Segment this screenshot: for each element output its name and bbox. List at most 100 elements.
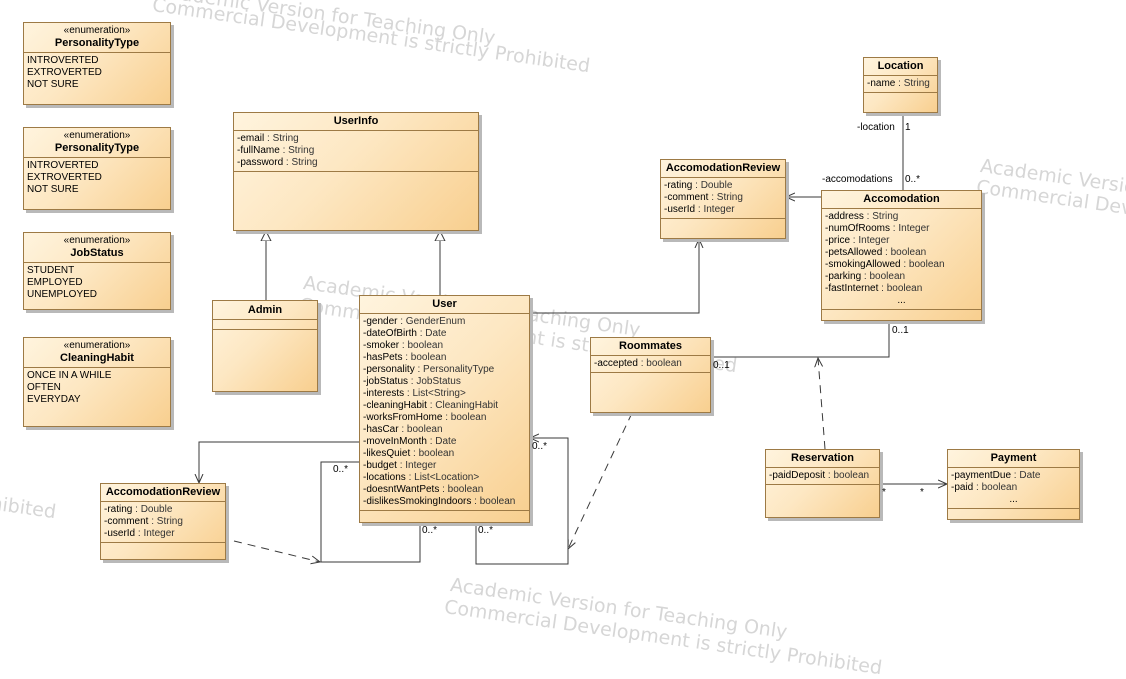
attribute: -budget : Integer bbox=[363, 460, 437, 471]
multiplicity-self-bottom-left: 0..* bbox=[422, 525, 438, 536]
multiplicity-self-right: 0..* bbox=[532, 441, 548, 452]
class-header: «enumeration» PersonalityType bbox=[24, 23, 170, 53]
attribute: -paymentDue : Date bbox=[951, 470, 1041, 481]
attribute: -dateOfBirth : Date bbox=[363, 328, 447, 339]
attributes-compartment: -paidDeposit : boolean bbox=[766, 468, 879, 485]
class-header: AccomodationReview bbox=[101, 484, 225, 502]
class-name: Payment bbox=[990, 452, 1037, 464]
stereotype: «enumeration» bbox=[63, 130, 131, 141]
multiplicity-self-left: 0..* bbox=[333, 464, 349, 475]
attribute: -email : String bbox=[237, 133, 299, 144]
class-user[interactable]: User -gender : GenderEnum -dateOfBirth :… bbox=[359, 295, 530, 523]
class-name: CleaningHabit bbox=[60, 352, 134, 364]
operations-compartment bbox=[948, 509, 1079, 521]
class-accomodation-review-top[interactable]: AccomodationReview -rating : Double -com… bbox=[660, 159, 786, 239]
class-header: «enumeration» PersonalityType bbox=[24, 128, 170, 158]
association-roommates-accomodation bbox=[711, 321, 890, 358]
class-name: AccomodationReview bbox=[105, 486, 221, 498]
class-userinfo[interactable]: UserInfo -email : String -fullName : Str… bbox=[233, 112, 479, 231]
class-header: Payment bbox=[948, 450, 1079, 468]
attribute: -worksFromHome : boolean bbox=[363, 412, 487, 423]
class-accomodation[interactable]: Accomodation -address : String -numOfRoo… bbox=[821, 190, 982, 321]
attribute: -smokingAllowed : boolean bbox=[825, 259, 945, 270]
attribute: -smoker : boolean bbox=[363, 340, 444, 351]
attribute: -petsAllowed : boolean bbox=[825, 247, 927, 258]
class-header: AccomodationReview bbox=[661, 160, 785, 178]
attribute: -hasPets : boolean bbox=[363, 352, 447, 363]
enum-literal: EXTROVERTED bbox=[27, 172, 102, 183]
class-name: AccomodationReview bbox=[665, 162, 781, 174]
enum-cleaning-habit[interactable]: «enumeration» CleaningHabit ONCE IN A WH… bbox=[23, 337, 171, 427]
operations-compartment bbox=[234, 172, 478, 184]
attribute: -doesntWantPets : boolean bbox=[363, 484, 484, 495]
self-association-right bbox=[475, 438, 569, 565]
attribute: -comment : String bbox=[664, 192, 743, 203]
class-name: Accomodation bbox=[863, 193, 940, 205]
operations-compartment bbox=[766, 485, 879, 497]
operations-compartment bbox=[661, 219, 785, 231]
attribute: -price : Integer bbox=[825, 235, 890, 246]
attribute: -comment : String bbox=[104, 516, 183, 527]
attribute: -locations : List<Location> bbox=[363, 472, 480, 483]
stereotype: «enumeration» bbox=[63, 235, 131, 246]
enum-literal: INTROVERTED bbox=[27, 55, 99, 66]
enum-personality-type-duplicate[interactable]: «enumeration» PersonalityType INTROVERTE… bbox=[23, 127, 171, 210]
class-accomodation-review-bottom[interactable]: AccomodationReview -rating : Double -com… bbox=[100, 483, 226, 560]
stereotype: «enumeration» bbox=[63, 340, 131, 351]
operations-compartment bbox=[822, 310, 981, 322]
enum-literal: NOT SURE bbox=[27, 184, 79, 195]
role-label-accomodations: -accomodations bbox=[822, 174, 893, 185]
enum-personality-type[interactable]: «enumeration» PersonalityType INTROVERTE… bbox=[23, 22, 171, 105]
class-header: UserInfo bbox=[234, 113, 478, 131]
class-name: UserInfo bbox=[333, 115, 379, 127]
attribute: -likesQuiet : boolean bbox=[363, 448, 455, 459]
attributes-compartment: -rating : Double -comment : String -user… bbox=[661, 178, 785, 219]
attributes-compartment: -email : String -fullName : String -pass… bbox=[234, 131, 478, 172]
class-payment[interactable]: Payment -paymentDue : Date -paid : boole… bbox=[947, 449, 1080, 520]
class-location[interactable]: Location -name : String bbox=[863, 57, 938, 113]
attribute: -name : String bbox=[867, 78, 930, 89]
class-reservation[interactable]: Reservation -paidDeposit : boolean bbox=[765, 449, 880, 518]
enum-literal: UNEMPLOYED bbox=[27, 289, 98, 300]
attribute: -parking : boolean bbox=[825, 271, 906, 282]
attribute: -password : String bbox=[237, 157, 318, 168]
attribute: -cleaningHabit : CleaningHabit bbox=[363, 400, 499, 411]
multiplicity-accomodation-end: 0..1 bbox=[892, 325, 909, 336]
attributes-compartment: -paymentDue : Date -paid : boolean ... bbox=[948, 468, 1079, 509]
dependency-review-self bbox=[233, 540, 320, 562]
multiplicity-accomodations: 0..* bbox=[905, 174, 921, 185]
class-name: PersonalityType bbox=[54, 37, 140, 49]
class-header: Accomodation bbox=[822, 191, 981, 209]
multiplicity-location: 1 bbox=[905, 122, 911, 133]
class-name: PersonalityType bbox=[54, 142, 140, 154]
class-header: Admin bbox=[213, 301, 317, 320]
operations-compartment bbox=[591, 373, 710, 385]
attribute: -numOfRooms : Integer bbox=[825, 223, 930, 234]
literals-compartment: INTROVERTED EXTROVERTED NOT SURE bbox=[24, 53, 170, 93]
class-header: User bbox=[360, 296, 529, 314]
class-name: User bbox=[432, 298, 457, 310]
class-admin[interactable]: Admin bbox=[212, 300, 318, 392]
attribute: -accepted : boolean bbox=[594, 358, 682, 369]
literals-compartment: INTROVERTED EXTROVERTED NOT SURE bbox=[24, 158, 170, 198]
enum-literal: ONCE IN A WHILE bbox=[27, 370, 112, 381]
attribute: -paid : boolean bbox=[951, 482, 1018, 493]
enum-literal: OFTEN bbox=[27, 382, 61, 393]
operations-compartment bbox=[213, 330, 317, 342]
literals-compartment: ONCE IN A WHILE OFTEN EVERYDAY bbox=[24, 368, 170, 408]
attribute: -userId : Integer bbox=[104, 528, 175, 539]
stereotype: «enumeration» bbox=[63, 25, 131, 36]
dependency-reservation-association bbox=[818, 358, 826, 450]
class-name: Reservation bbox=[791, 452, 854, 464]
attribute: -gender : GenderEnum bbox=[363, 316, 466, 327]
enum-job-status[interactable]: «enumeration» JobStatus STUDENT EMPLOYED… bbox=[23, 232, 171, 310]
class-roommates[interactable]: Roommates -accepted : boolean bbox=[590, 337, 711, 413]
attribute: -paidDeposit : boolean bbox=[769, 470, 870, 481]
operations-compartment bbox=[101, 543, 225, 555]
attribute: -rating : Double bbox=[664, 180, 733, 191]
class-header: Location bbox=[864, 58, 937, 76]
attributes-compartment: -gender : GenderEnum -dateOfBirth : Date… bbox=[360, 314, 529, 511]
attribute: -userId : Integer bbox=[664, 204, 735, 215]
literals-compartment: STUDENT EMPLOYED UNEMPLOYED bbox=[24, 263, 170, 303]
